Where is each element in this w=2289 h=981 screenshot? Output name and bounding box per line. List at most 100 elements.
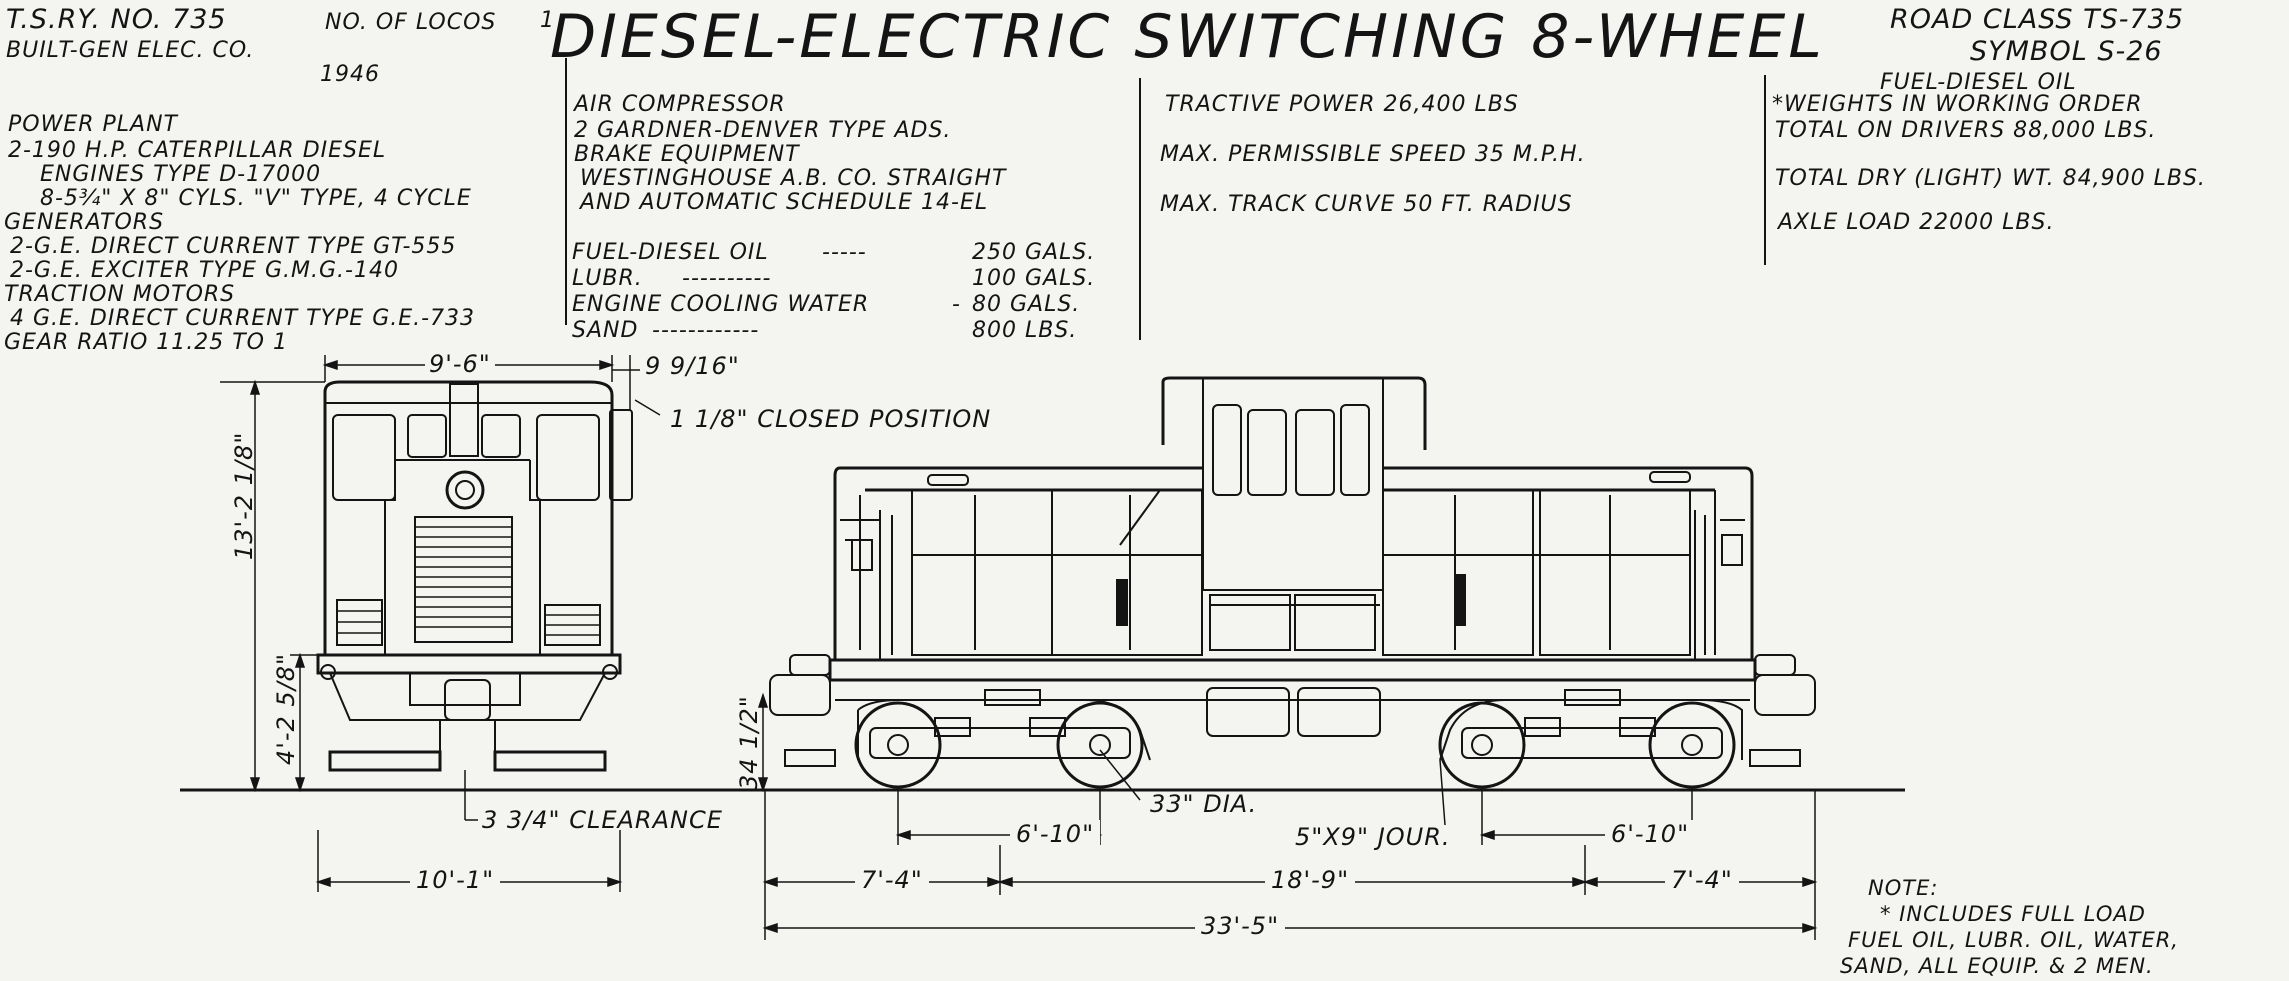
cab-window-center-right: [1296, 410, 1334, 495]
dim-journal: 5"x9" Jour.: [1295, 823, 1451, 851]
railway-number: T.S.Ry. No. 735: [6, 4, 227, 35]
end-view-hood: [385, 460, 540, 655]
hand-rail-left: [880, 510, 892, 660]
exhaust-stack: [450, 384, 478, 456]
side-view: [770, 378, 1815, 787]
weights-note: *WEIGHTS IN WORKING ORDER: [1772, 92, 2143, 117]
cab-panel-left: [1210, 595, 1290, 650]
power-plant-line3: 8-5¾" x 8" CYLS. "V" TYPE, 4 CYCLE: [40, 186, 472, 211]
symbol: SYMBOL S-26: [1970, 36, 2163, 67]
end-view-cab: [325, 382, 612, 655]
truck-left-frame: [870, 728, 1130, 758]
power-plant-label: POWER PLANT: [8, 112, 178, 137]
cab-window-center-left: [1248, 410, 1286, 495]
hood-right-panel-1: [1383, 490, 1533, 655]
hood-right-panel-2: [1540, 490, 1690, 655]
dim-gauge-width: 10'-1": [410, 866, 501, 894]
cab-body: [1203, 378, 1383, 590]
hood-right-louver: [1455, 575, 1465, 625]
spec-column-dividers: [566, 58, 1765, 340]
cab-roof: [1163, 378, 1425, 450]
hood-right-cap: [1650, 472, 1690, 482]
capacity-leader: -: [952, 292, 961, 317]
note-line3: SAND, ALL EQUIP. & 2 MEN.: [1840, 954, 2154, 978]
fuel-tank-right: [1298, 688, 1380, 736]
air-compressor-label: AIR COMPRESSOR: [574, 92, 786, 117]
fuel-tank-left: [1207, 688, 1289, 736]
grille-louvers: [415, 527, 512, 627]
max-speed: MAX. PERMISSIBLE SPEED 35 M.P.H.: [1160, 142, 1586, 167]
end-view-deck: [318, 655, 620, 673]
locos-count: 1: [540, 8, 555, 33]
truck-right-sideframe: [1440, 700, 1742, 760]
coupler-left: [770, 675, 830, 715]
end-window-right: [537, 415, 599, 500]
dim-truck-wheelbase-left: 6'-10": [1010, 820, 1101, 848]
hood-left-panel-1: [912, 490, 1052, 655]
capacities-table: FUEL-DIESEL OIL ----- 250 GALS. LUBR. --…: [572, 240, 1132, 344]
fuel-type: FUEL-DIESEL OIL: [1880, 70, 2077, 95]
radiator-grille: [415, 517, 512, 642]
capacity-value: 800 LBS.: [972, 318, 1078, 343]
drawing-title: DIESEL-ELECTRIC SWITCHING 8-WHEEL: [550, 2, 1825, 72]
brake-equipment-line2: AND AUTOMATIC SCHEDULE 14-EL: [580, 190, 989, 215]
brake-equipment-label: BRAKE EQUIPMENT: [574, 142, 800, 167]
gear-ratio: GEAR RATIO 11.25 TO 1: [4, 330, 288, 355]
wheel-left-2: [1058, 703, 1142, 787]
capacity-leader: ------------: [652, 318, 760, 343]
note-label: NOTE:: [1868, 876, 1939, 900]
dim-deck-height: 4'-2 5/8": [272, 652, 300, 765]
total-dry-weight: TOTAL DRY (LIGHT) WT. 84,900 LBS.: [1775, 166, 2206, 191]
generators-line2: 2-G.E. EXCITER TYPE G.M.G.-140: [10, 258, 399, 283]
cab-panel-right: [1295, 595, 1375, 650]
capacity-value: 250 GALS.: [972, 240, 1096, 265]
builder: BUILT-GEN ELEC. CO.: [6, 38, 255, 63]
capacity-value: 80 GALS.: [972, 292, 1081, 317]
dim-overall-length: 33'-5": [1195, 912, 1286, 940]
capacity-item: FUEL-DIESEL OIL: [572, 240, 769, 265]
dimension-lines: [220, 355, 1815, 940]
underframe: [830, 660, 1755, 680]
note-line1: * INCLUDES FULL LOAD: [1880, 902, 2146, 926]
build-year: 1946: [320, 62, 380, 87]
truck-right-frame: [1462, 728, 1722, 758]
end-window-center-right: [482, 415, 520, 457]
road-class: ROAD CLASS TS-735: [1890, 4, 2185, 35]
end-step-left: [330, 752, 440, 770]
hood-left-louver: [1117, 580, 1127, 625]
power-plant-line2: ENGINES TYPE D-17000: [40, 162, 322, 187]
dim-clearance: 3 3/4" CLEARANCE: [482, 806, 723, 834]
capacity-row: LUBR. ---------- 100 GALS.: [572, 266, 1132, 292]
hood-left: [835, 468, 1203, 660]
air-compressor-line1: 2 GARDNER-DENVER TYPE ADS.: [574, 118, 952, 143]
nose-right: [1715, 490, 1745, 655]
wheel-right-1: [1440, 703, 1524, 787]
dim-height: 13'-2 1/8": [230, 431, 258, 560]
dim-truck-wheelbase-right: 6'-10": [1605, 820, 1696, 848]
capacity-row: FUEL-DIESEL OIL ----- 250 GALS.: [572, 240, 1132, 266]
generators-label: GENERATORS: [4, 210, 165, 235]
capacity-leader: ----------: [682, 266, 772, 291]
wheel-left-1: [856, 703, 940, 787]
cab-window-left: [1213, 405, 1241, 495]
end-coupler: [445, 680, 490, 720]
capacity-item: LUBR.: [572, 266, 643, 291]
pilot-step-right: [1750, 750, 1800, 766]
nose-left: [840, 495, 880, 650]
note-line2: FUEL OIL, LUBR. OIL, WATER,: [1848, 928, 2179, 952]
capacity-row: ENGINE COOLING WATER - 80 GALS.: [572, 292, 1132, 318]
power-plant-line1: 2-190 H.P. CATERPILLAR DIESEL: [8, 138, 387, 163]
dim-wheel-dia: 33" DIA.: [1150, 790, 1258, 818]
locos-label: No. of LOCOS: [325, 10, 497, 35]
pilot-step-left: [785, 750, 835, 766]
generators-line1: 2-G.E. DIRECT CURRENT TYPE GT-555: [10, 234, 457, 259]
dim-end-width: 9'-6": [425, 350, 495, 378]
end-window-left: [333, 415, 395, 500]
side-mirror: [610, 410, 632, 500]
axle-load: AXLE LOAD 22000 LBS.: [1778, 210, 2055, 235]
tractive-power: TRACTIVE POWER 26,400 LBS: [1165, 92, 1519, 117]
capacity-row: SAND ------------ 800 LBS.: [572, 318, 1132, 344]
total-on-drivers: TOTAL ON DRIVERS 88,000 LBS.: [1775, 118, 2157, 143]
wheel-right-2: [1650, 703, 1734, 787]
